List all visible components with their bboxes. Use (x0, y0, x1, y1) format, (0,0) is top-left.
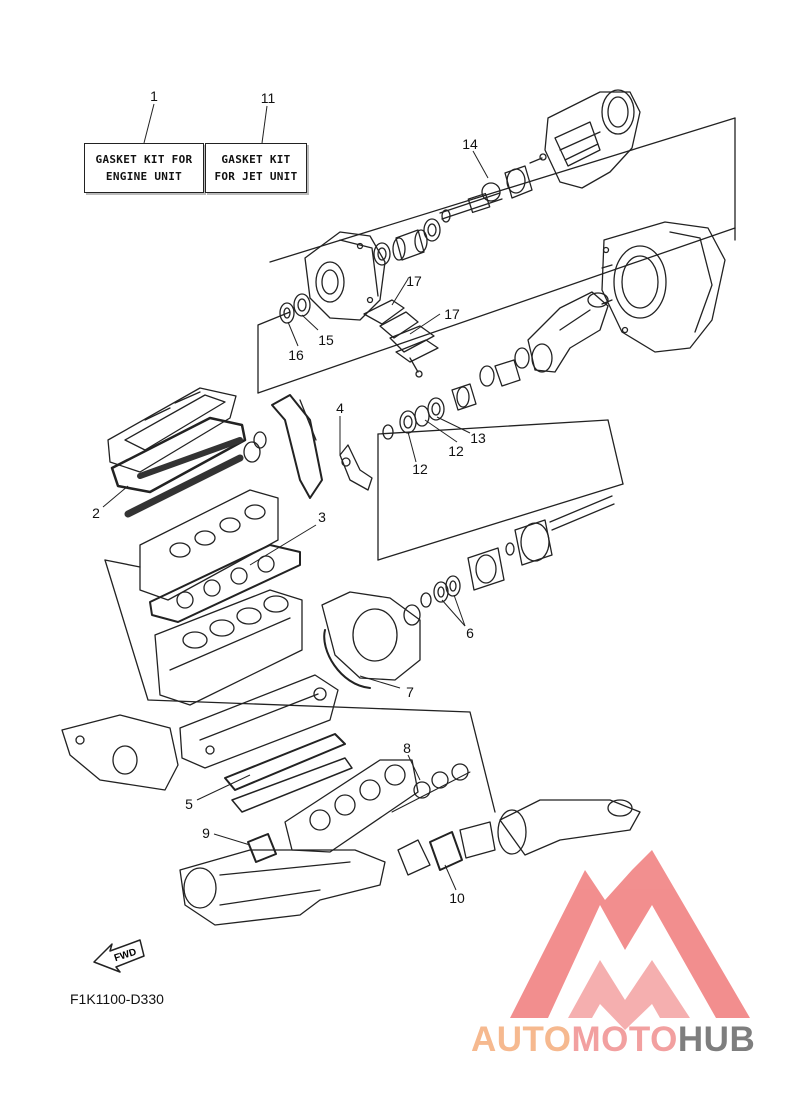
callout-15: 15 (318, 332, 334, 348)
valve-cover-gasket (110, 416, 247, 494)
impeller-housing (601, 221, 726, 353)
side-cover (61, 714, 179, 791)
bearing-housing (481, 153, 547, 202)
bearing-row-lower (382, 347, 530, 440)
callout-10: 10 (449, 890, 465, 906)
jet-gasket-kit-label: GASKET KIT FOR JET UNIT (205, 143, 307, 193)
drive-coupler (505, 495, 615, 566)
callout-3: 3 (318, 509, 326, 525)
callout-12-b: 12 (448, 443, 464, 459)
engine-gasket-kit-label: GASKET KIT FOR ENGINE UNIT (84, 143, 204, 193)
watermark-hub: HUB (677, 1020, 756, 1059)
crankcase-gasket (224, 733, 353, 813)
camshafts (124, 431, 267, 518)
callout-17-b: 17 (444, 306, 460, 322)
jet-kit-line1: GASKET KIT (221, 153, 291, 166)
callout-kit-engine-number: 1 (150, 88, 158, 104)
reed-cover-parts (363, 299, 439, 378)
callout-14: 14 (462, 136, 478, 152)
callout-2: 2 (92, 505, 100, 521)
bracket-lines (104, 117, 736, 813)
crankcase (179, 674, 339, 769)
watermark-auto: AUTO (471, 1020, 572, 1059)
coupling-parts (420, 547, 505, 608)
callout-kit-jet-number: 11 (260, 90, 276, 106)
intermediate-housing (304, 231, 386, 321)
jet-drive-shaft (439, 192, 503, 223)
callout-4: 4 (336, 400, 344, 416)
callout-5: 5 (185, 796, 193, 812)
diagram-code: F1K1100-D330 (70, 991, 164, 1007)
bearing-row-upper (373, 218, 441, 266)
callout-8: 8 (403, 740, 411, 756)
fwd-arrow-icon (93, 939, 145, 973)
watermark-logo-icon (510, 850, 750, 1030)
lower-exhaust-body (179, 849, 386, 926)
leader-lines (102, 103, 489, 891)
head-gasket (149, 544, 301, 623)
engine-kit-line1: GASKET KIT FOR (95, 153, 193, 166)
exhaust-pipe (497, 799, 641, 856)
cylinder-head (139, 489, 279, 601)
oil-seals-15-16 (279, 293, 311, 324)
exhaust-manifold (284, 759, 419, 853)
exhaust-gaskets-lower (247, 821, 496, 876)
callout-7: 7 (406, 684, 414, 700)
cylinder-block (154, 589, 303, 706)
callout-9: 9 (202, 825, 210, 841)
callout-6: 6 (466, 625, 474, 641)
jet-kit-line2: FOR JET UNIT (214, 170, 298, 183)
watermark-brand: AUTOMOTOHUB (471, 1020, 755, 1060)
callout-12-a: 12 (412, 461, 428, 477)
intake-elbow (527, 291, 609, 373)
callout-17-a: 17 (406, 273, 422, 289)
watermark-moto: MOTO (571, 1020, 678, 1059)
timing-chain (271, 394, 373, 499)
callout-13: 13 (470, 430, 486, 446)
magneto-cover (321, 591, 421, 689)
exhaust-gaskets (391, 763, 471, 813)
callout-16: 16 (288, 347, 304, 363)
engine-kit-line2: ENGINE UNIT (105, 170, 183, 183)
jet-pump-housing (544, 89, 641, 189)
valve-cover (107, 387, 237, 473)
